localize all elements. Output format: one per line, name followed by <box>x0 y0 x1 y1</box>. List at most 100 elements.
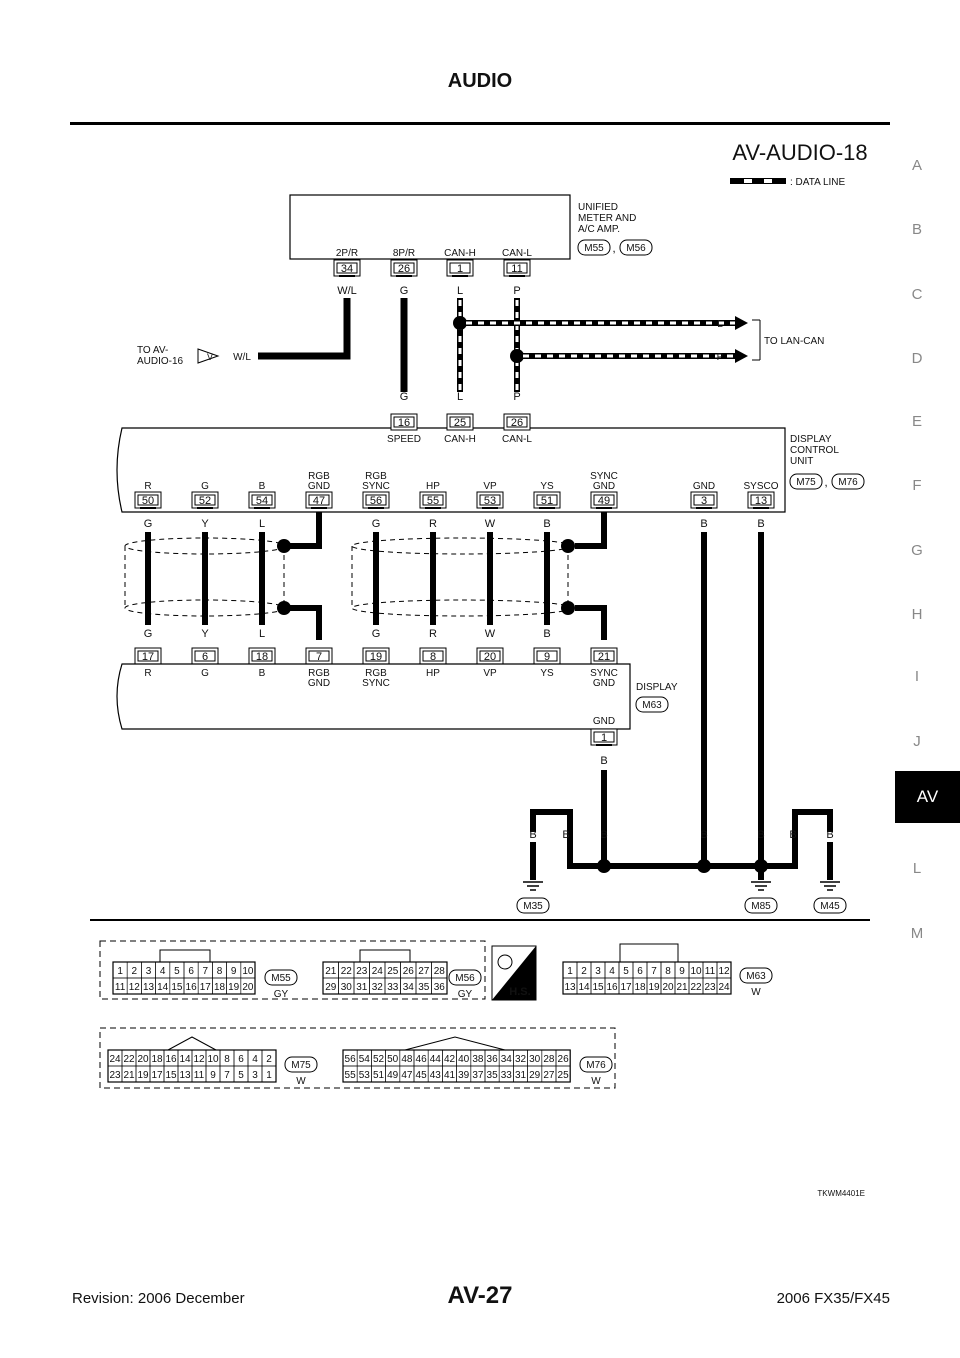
connector-view-m55-pin-number: 7 <box>203 966 209 977</box>
connector-view-m63-pin-number: 3 <box>595 966 601 977</box>
tab-i[interactable]: I <box>914 668 920 685</box>
dcu-wire-color: G <box>144 518 153 530</box>
ground-m45-tag-pill <box>813 897 847 914</box>
connector-view-m55-pin-number: 12 <box>129 982 141 993</box>
connector-view-m63-pin-number: 21 <box>676 982 688 993</box>
dcu-wire-color: G <box>372 518 381 530</box>
connector-view-m76-pin-number: 25 <box>558 1070 570 1081</box>
meter-wire-color: W/L <box>337 285 357 297</box>
connector-view-m75-pin-number: 2 <box>266 1054 272 1065</box>
connector-view-m75-pin-number: 23 <box>109 1070 121 1081</box>
connector-view-m76-pin-number: 44 <box>430 1054 442 1065</box>
ground-m85-tag-label: M85 <box>751 901 771 912</box>
connector-view-m76-pin-number: 35 <box>487 1070 499 1081</box>
display-pin-label: RGB <box>365 668 387 679</box>
display-pin-20-number: 20 <box>484 651 496 663</box>
connector-view-m76-pin-number: 39 <box>458 1070 470 1081</box>
meter-wire-color: L <box>457 285 463 297</box>
dcu-pin-label: GND <box>693 481 715 492</box>
connector-view-m63-pin-number: 23 <box>704 982 716 993</box>
connector-view-m55-tag-pill <box>264 969 298 986</box>
connector-m55-tag-label: M55 <box>584 243 604 254</box>
connector-view-m56-pin-number: 29 <box>325 982 337 993</box>
hs-badge-frame <box>491 945 537 1001</box>
display-pin-label: YS <box>540 668 554 679</box>
connector-view-m75-pin-number: 15 <box>165 1070 177 1081</box>
dcu-pin-55-number: 55 <box>427 495 439 507</box>
connector-view-m76-pin-number: 49 <box>387 1070 399 1081</box>
connector-view-m55-pin-number: 20 <box>242 982 254 993</box>
connector-view-m56-tag-label: M56 <box>455 973 475 984</box>
connector-view-m63-pin-number: 7 <box>651 966 657 977</box>
connector-view-m63-color: W <box>751 987 761 998</box>
connector-view-m55-pin-number: 19 <box>228 982 240 993</box>
ground-splice-2 <box>697 859 711 873</box>
tab-b[interactable]: B <box>911 221 922 238</box>
dcu-name-line: DISPLAY <box>790 434 832 445</box>
tab-f[interactable]: F <box>912 477 922 494</box>
tab-a[interactable]: A <box>911 157 922 174</box>
tab-av-active[interactable]: AV <box>895 771 960 823</box>
display-pin-label: GND <box>308 678 330 689</box>
tab-g[interactable]: G <box>911 542 923 559</box>
hs-icon <box>497 954 513 970</box>
connector-view-m55-pin-number: 18 <box>214 982 226 993</box>
dcu-pin-label: G <box>201 481 209 492</box>
connector-view-m75-color: W <box>296 1076 306 1087</box>
connector-view-m75-pin-number: 10 <box>207 1054 219 1065</box>
footer-page-number: AV-27 <box>447 1282 513 1309</box>
connector-view-m55-pin-number: 8 <box>217 966 223 977</box>
rgb-shield-splice-lower <box>277 601 291 615</box>
sync-shield-splice-lower <box>561 601 575 615</box>
dcu-pin-label: HP <box>426 481 440 492</box>
connector-view-m56-pin-number: 24 <box>372 966 384 977</box>
connector-view-m75-pin-number: 17 <box>151 1070 163 1081</box>
connector-view-m76-pin-number: 33 <box>501 1070 513 1081</box>
display-pin-8-inner <box>422 650 444 662</box>
connector-view-m75-pin-number: 16 <box>165 1054 177 1065</box>
connector-m63-tag-label: M63 <box>642 700 662 711</box>
connector-view-m63-pin-number: 12 <box>718 966 730 977</box>
connector-view-m56-pin-number: 21 <box>325 966 337 977</box>
connector-m55-tag-pill <box>577 239 611 256</box>
dcu-top-wire-p: P <box>513 391 520 403</box>
meter-pin-26-number: 26 <box>398 263 410 275</box>
m55-m56-view-frame <box>99 940 486 1000</box>
dcu-top-pin-label: CAN-L <box>502 434 532 445</box>
dcu-pin-label: RGB <box>308 471 330 482</box>
display-pin-21-inner <box>593 650 615 662</box>
dcu-top-pin-16-inner <box>393 416 415 428</box>
dcu-pin-53-number: 53 <box>484 495 496 507</box>
dcu-pin-51-number: 51 <box>541 495 553 507</box>
connector-view-m75-latch <box>167 1036 217 1051</box>
display-control-unit-box <box>116 427 786 513</box>
dcu-pin-13-inner <box>750 494 772 506</box>
connector-view-m76-pin-number: 53 <box>359 1070 371 1081</box>
connector-m63-tag-pill <box>635 696 669 713</box>
display-pin-9-number: 9 <box>544 651 550 663</box>
display-pin-9-inner <box>536 650 558 662</box>
connector-m56-tag-label: M56 <box>626 243 646 254</box>
dcu-pin-56-number: 56 <box>370 495 382 507</box>
dcu-pin-label: YS <box>540 481 554 492</box>
connector-view-m75-pin-number: 24 <box>109 1054 121 1065</box>
connector-view-m75-cell <box>261 1065 277 1083</box>
footer-revision: Revision: 2006 December <box>72 1290 245 1307</box>
connector-m56-tag-pill <box>619 239 653 256</box>
display-pin-7-inner <box>308 650 330 662</box>
tab-l[interactable]: L <box>912 860 922 877</box>
tab-c[interactable]: C <box>911 286 923 303</box>
tab-j[interactable]: J <box>913 733 921 750</box>
lan-wire-l: L <box>717 319 723 330</box>
tab-h[interactable]: H <box>911 606 923 623</box>
connector-view-m76-pin-number: 27 <box>543 1070 555 1081</box>
display-wire-color: R <box>429 628 437 640</box>
sync-shield-top <box>351 537 573 555</box>
dcu-pin-56-inner <box>365 494 387 506</box>
tab-m[interactable]: M <box>910 925 924 942</box>
tab-d[interactable]: D <box>911 350 923 367</box>
ground-wire-color: B <box>700 829 707 841</box>
dcu-top-pin-label: SPEED <box>387 434 421 445</box>
connector-view-m76-pin-number: 31 <box>515 1070 527 1081</box>
tab-e[interactable]: E <box>911 413 922 430</box>
